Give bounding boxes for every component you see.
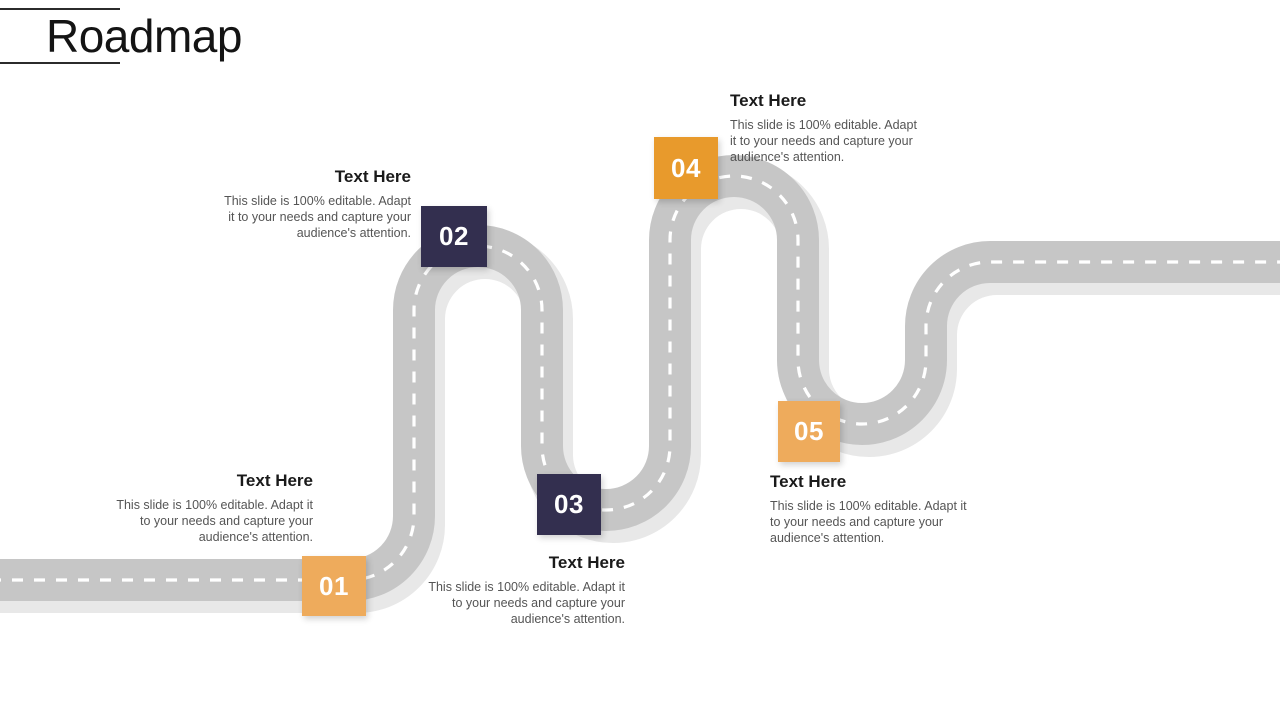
- milestone-body-02: This slide is 100% editable. Adapt it to…: [224, 194, 411, 240]
- milestone-text-04: Text Here This slide is 100% editable. A…: [730, 90, 926, 165]
- title-rule-bottom: [0, 62, 120, 64]
- milestone-badge-04[interactable]: 04: [654, 137, 718, 199]
- milestone-heading-04: Text Here: [730, 91, 807, 110]
- milestone-badge-03-number: 03: [554, 489, 584, 519]
- milestone-badge-02-number: 02: [439, 221, 469, 251]
- milestone-text-02: Text Here This slide is 100% editable. A…: [215, 166, 411, 241]
- milestone-body-01: This slide is 100% editable. Adapt it to…: [116, 498, 313, 544]
- milestone-body-04: This slide is 100% editable. Adapt it to…: [730, 118, 917, 164]
- milestone-text-01: Text Here This slide is 100% editable. A…: [113, 470, 313, 545]
- milestone-body-03: This slide is 100% editable. Adapt it to…: [428, 580, 625, 626]
- milestone-text-05: Text Here This slide is 100% editable. A…: [770, 471, 968, 546]
- milestone-badge-05-number: 05: [794, 416, 824, 446]
- title-rule-top: [0, 8, 120, 10]
- milestone-badge-04-number: 04: [671, 152, 701, 183]
- milestone-body-05: This slide is 100% editable. Adapt it to…: [770, 499, 967, 545]
- milestone-heading-02: Text Here: [334, 167, 411, 186]
- milestone-badge-05[interactable]: 05: [778, 401, 840, 462]
- milestone-heading-01: Text Here: [236, 471, 313, 490]
- title-block: Roadmap: [0, 0, 420, 72]
- milestone-badge-03[interactable]: 03: [537, 474, 601, 535]
- page-title: Roadmap: [46, 10, 242, 62]
- milestone-heading-05: Text Here: [770, 472, 847, 491]
- milestone-badge-02[interactable]: 02: [421, 206, 487, 267]
- milestone-heading-03: Text Here: [548, 553, 625, 572]
- milestone-badge-01[interactable]: 01: [302, 556, 366, 616]
- milestone-text-03: Text Here This slide is 100% editable. A…: [427, 552, 625, 627]
- milestone-badge-01-number: 01: [319, 570, 349, 601]
